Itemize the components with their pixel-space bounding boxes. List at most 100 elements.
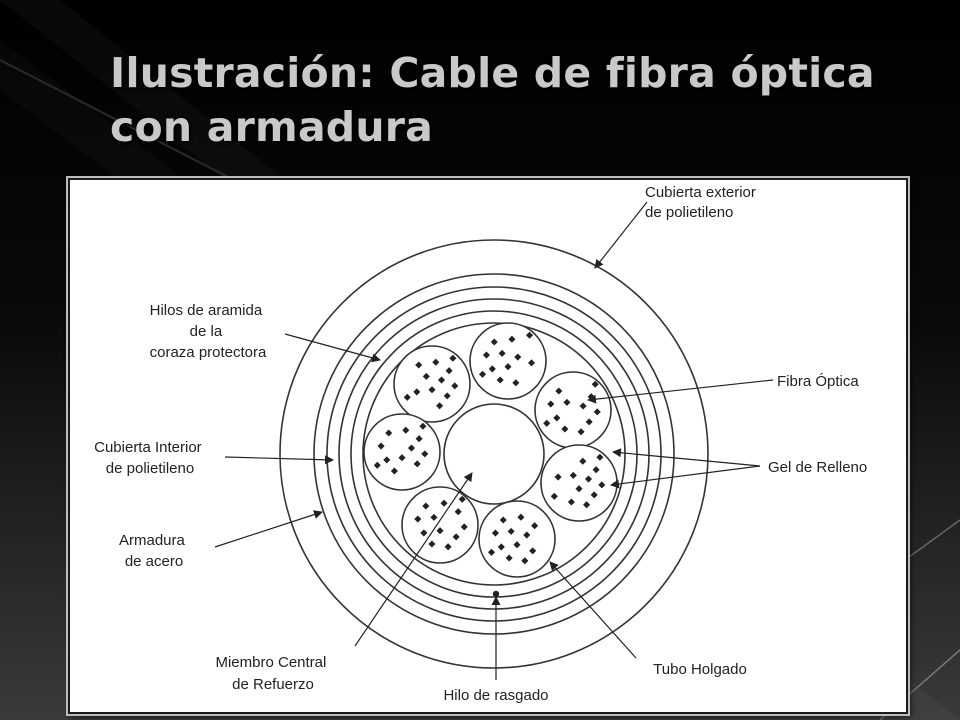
optical-fiber-dot xyxy=(421,450,429,458)
label-loose-tube: Tubo Holgado xyxy=(653,661,747,678)
optical-fiber-dot xyxy=(454,508,462,516)
leader-aramid-yarn xyxy=(284,333,381,363)
optical-fiber-dot xyxy=(598,481,606,489)
optical-fiber-dot xyxy=(504,363,512,371)
leader-loose-tube xyxy=(549,561,637,659)
label-optical-fiber: Fibra Óptica xyxy=(777,373,859,390)
loose-tube xyxy=(534,371,612,449)
optical-fiber-dot xyxy=(584,475,593,483)
loose-tube xyxy=(540,444,618,522)
aramid-layer-ring xyxy=(338,298,650,610)
label-aramid-yarn: Hilos de aramida de la coraza protectora xyxy=(150,302,267,361)
optical-fiber-dot xyxy=(487,548,496,556)
optical-fiber-dot xyxy=(593,408,601,416)
optical-fiber-dot xyxy=(402,426,410,434)
optical-fiber-dot xyxy=(383,456,391,464)
optical-fiber-dot xyxy=(428,540,436,548)
optical-fiber-dot xyxy=(567,498,575,506)
loose-tube xyxy=(401,486,479,564)
optical-fiber-dot xyxy=(419,422,427,430)
optical-fiber-dot xyxy=(478,370,487,378)
optical-fiber-dot xyxy=(377,442,385,450)
optical-fiber-dot xyxy=(505,554,513,562)
optical-fiber-dot xyxy=(497,543,505,551)
optical-fiber-dot xyxy=(513,541,521,549)
optical-fiber-dot xyxy=(452,533,460,541)
optical-fiber-dot xyxy=(420,529,428,537)
leader-filling-gel-1 xyxy=(612,448,761,467)
optical-fiber-dot xyxy=(585,418,593,426)
optical-fiber-dot xyxy=(422,502,430,510)
optical-fiber-dot xyxy=(543,419,551,427)
optical-fiber-dot xyxy=(390,467,398,475)
loose-tube xyxy=(469,322,547,400)
loose-tube xyxy=(478,500,556,578)
optical-fiber-dot xyxy=(507,527,515,535)
optical-fiber-dot xyxy=(451,382,459,390)
optical-fiber-dot xyxy=(460,523,468,531)
optical-fiber-dot xyxy=(385,429,393,437)
optical-fiber-dot xyxy=(413,460,421,468)
optical-fiber-dot xyxy=(428,386,436,394)
optical-fiber-dot xyxy=(444,543,452,551)
diagram-figure: Cubierta exterior de polietileno Hilos d… xyxy=(68,178,908,714)
optical-fiber-dot xyxy=(407,444,416,452)
ripcord-marker xyxy=(492,590,500,598)
optical-fiber-dot xyxy=(449,354,457,362)
optical-fiber-dot xyxy=(436,402,444,410)
optical-fiber-dot xyxy=(499,516,507,524)
optical-fiber-dot xyxy=(415,361,423,369)
optical-fiber-dot xyxy=(590,491,598,499)
optical-fiber-dot xyxy=(579,402,587,410)
loose-tubes-group xyxy=(363,322,618,578)
optical-fiber-dot xyxy=(445,367,453,375)
optical-fiber-dot xyxy=(373,461,381,469)
label-steel-armor: Armadura de acero xyxy=(119,532,189,570)
optical-fiber-dot xyxy=(490,338,498,346)
optical-fiber-dot xyxy=(555,387,563,395)
optical-fiber-dot xyxy=(413,388,421,396)
optical-fiber-dot xyxy=(437,376,446,384)
optical-fiber-dot xyxy=(529,547,537,555)
label-central-member: Miembro Central de Refuerzo xyxy=(215,654,330,693)
optical-fiber-dot xyxy=(415,435,423,443)
optical-fiber-dot xyxy=(575,485,583,493)
loose-tube xyxy=(393,345,471,423)
optical-fiber-dot xyxy=(563,398,571,406)
optical-fiber-dot xyxy=(436,527,444,535)
label-ripcord: Hilo de rasgado xyxy=(443,687,548,704)
label-filling-gel: Gel de Relleno xyxy=(768,459,867,476)
optical-fiber-dot xyxy=(488,365,496,373)
optical-fiber-dot xyxy=(591,380,599,388)
optical-fiber-dot xyxy=(569,471,577,479)
central-strength-member xyxy=(443,403,545,505)
core-wrap-ring xyxy=(362,322,626,586)
optical-fiber-dot xyxy=(523,531,531,539)
optical-fiber-dot xyxy=(432,358,440,366)
optical-fiber-dot xyxy=(596,453,604,461)
optical-fiber-dot xyxy=(550,492,558,500)
optical-fiber-dot xyxy=(403,393,411,401)
optical-fiber-dot xyxy=(440,499,448,507)
leader-steel-armor xyxy=(214,510,323,548)
leader-central-member xyxy=(354,472,473,647)
optical-fiber-dot xyxy=(592,466,600,474)
leader-inner-jacket xyxy=(224,455,334,465)
optical-fiber-dot xyxy=(443,392,451,400)
leader-outer-jacket xyxy=(594,201,648,269)
optical-fiber-dot xyxy=(498,349,506,357)
loose-tube xyxy=(363,413,441,491)
cable-cross-section-diagram: Cubierta exterior de polietileno Hilos d… xyxy=(94,184,867,704)
optical-fiber-dot xyxy=(422,372,430,380)
label-outer-jacket: Cubierta exterior de polietileno xyxy=(645,184,760,221)
slide-title: Ilustración: Cable de fibra óptica con a… xyxy=(110,49,875,151)
optical-fiber-dot xyxy=(583,501,591,509)
optical-fiber-dot xyxy=(491,529,499,537)
optical-fiber-dot xyxy=(458,495,466,503)
optical-fiber-dot xyxy=(554,473,562,481)
optical-fiber-dot xyxy=(531,522,539,530)
outer-jacket-ring xyxy=(279,239,709,669)
optical-fiber-dot xyxy=(526,331,534,339)
label-inner-jacket: Cubierta Interior de polietileno xyxy=(94,439,206,477)
optical-fiber-dot xyxy=(514,353,522,361)
